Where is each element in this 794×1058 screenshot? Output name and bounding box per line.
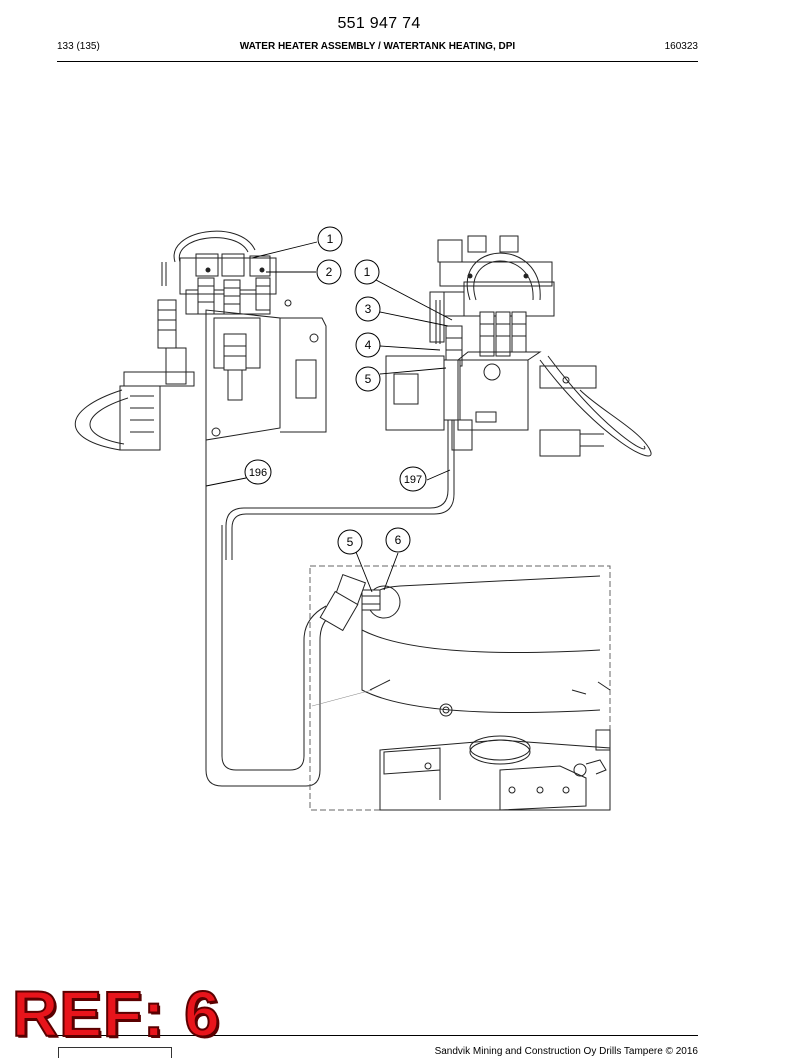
footer-divider — [57, 1035, 698, 1036]
callout-label-196: 196 — [249, 467, 267, 479]
callout-2 — [316, 259, 342, 285]
callout-label-2: 2 — [326, 265, 333, 279]
callout-5b — [337, 529, 363, 555]
tank-detail — [309, 565, 611, 811]
hose-197-inner — [231, 420, 455, 560]
revision-date: 160323 — [664, 41, 698, 52]
leader-lines — [205, 241, 453, 707]
callout-5a — [355, 366, 381, 392]
callout-197 — [399, 466, 427, 492]
callout-6 — [385, 527, 411, 553]
hose-196-inner — [221, 525, 327, 771]
callout-1a — [317, 226, 343, 252]
hose-196 — [205, 330, 337, 787]
callout-label-5b: 5 — [347, 535, 354, 549]
callout-label-197: 197 — [404, 474, 422, 486]
callout-label-6: 6 — [395, 533, 402, 547]
document-number: 551 947 74 — [337, 15, 421, 32]
callout-4 — [355, 332, 381, 358]
callout-bubbles — [244, 226, 427, 555]
page-title: WATER HEATER ASSEMBLY / WATERTANK HEATIN… — [239, 41, 516, 52]
callout-label-3: 3 — [365, 302, 372, 316]
callout-label-4: 4 — [365, 338, 372, 352]
page-number: 133 (135) — [57, 41, 100, 52]
page-header: WATER HEATER ASSEMBLY / WATERTANK HEATIN… — [57, 41, 698, 55]
callout-1b — [354, 259, 380, 285]
callout-label-1a: 1 — [327, 232, 334, 246]
right-valve-assembly — [385, 235, 652, 457]
callout-label-5a: 5 — [365, 372, 372, 386]
footer-copyright: Sandvik Mining and Construction Oy Drill… — [434, 1046, 698, 1057]
callout-label-1b: 1 — [364, 265, 371, 279]
callout-196 — [244, 459, 272, 485]
hose-197 — [225, 420, 449, 560]
header-divider — [57, 61, 698, 62]
ref-watermark: REF: 6 — [11, 978, 221, 1050]
left-valve-assembly — [74, 230, 327, 451]
callout-3 — [355, 296, 381, 322]
